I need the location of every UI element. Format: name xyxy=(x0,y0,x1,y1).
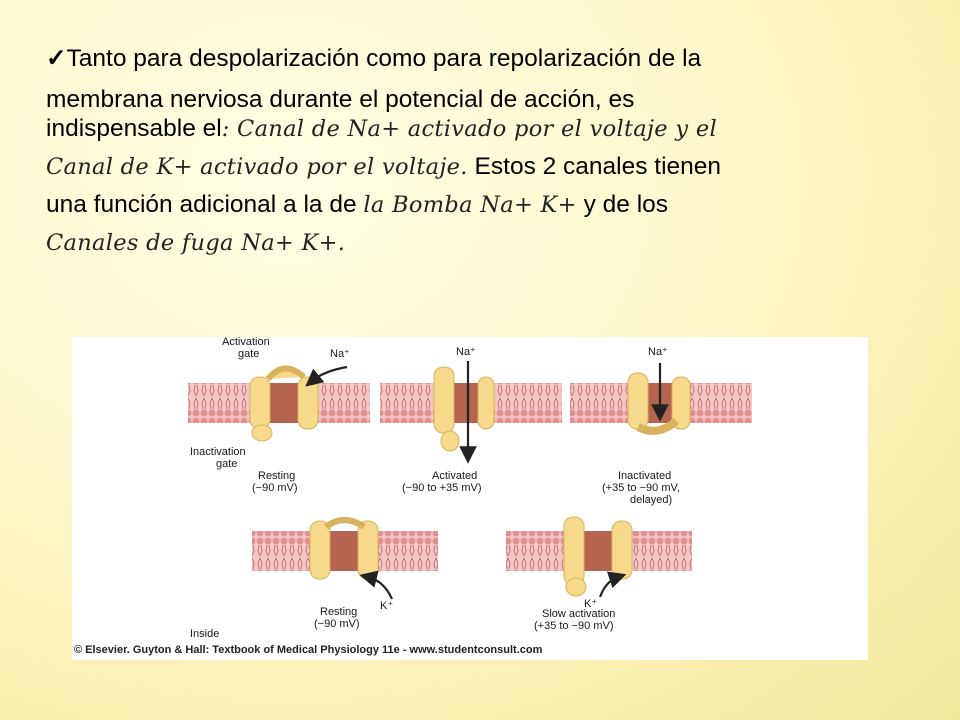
activated-label-2: (−90 to +35 mV) xyxy=(402,482,482,494)
channel-diagram: Activation gate Na⁺ Na⁺ Na⁺ Inactivation… xyxy=(74,337,752,656)
na-label-activated: Na⁺ xyxy=(456,346,476,358)
text-line-5-script: la Bomba Na+ K+ xyxy=(363,192,577,218)
inside-label: Inside xyxy=(190,628,219,640)
check-icon: ✓ xyxy=(46,45,67,72)
na-channel-inactivated xyxy=(627,363,691,435)
text-line-5-prefix: una función adicional a la de xyxy=(46,191,364,218)
text-line-4: Canal de K+ activado por el voltaje. Est… xyxy=(46,148,926,186)
slow-activation-label-1: Slow activation xyxy=(542,608,615,620)
inactivated-label-1: Inactivated xyxy=(618,470,671,482)
k-channel-resting xyxy=(309,517,394,600)
resting-na-label-1: Resting xyxy=(258,470,295,482)
k-label-slow: K⁺ xyxy=(584,598,597,610)
text-line-3-prefix: indispensable el xyxy=(46,115,222,142)
slow-activation-label-2: (+35 to −90 mV) xyxy=(534,620,614,632)
text-line-6: Canales de fuga Na+ K+. xyxy=(46,224,926,262)
text-line-1-content: Tanto para despolarización como para rep… xyxy=(66,45,702,72)
slide-text: ✓Tanto para despolarización como para re… xyxy=(46,40,926,262)
activation-gate-label-1: Activation xyxy=(222,337,270,348)
resting-k-label-2: (−90 mV) xyxy=(314,618,360,630)
resting-k-label-1: Resting xyxy=(320,606,357,618)
inactivated-label-3: delayed) xyxy=(630,494,672,506)
figure-copyright: © Elsevier. Guyton & Hall: Textbook of M… xyxy=(74,644,543,656)
resting-na-label-2: (−90 mV) xyxy=(252,482,298,494)
text-line-2-content: membrana nerviosa durante el potencial d… xyxy=(46,86,635,113)
activation-gate-label-2: gate xyxy=(238,348,259,360)
text-line-4-suffix: Estos 2 canales tienen xyxy=(467,153,722,180)
text-line-3-script: : Canal de Na+ activado por el voltaje y… xyxy=(221,116,717,142)
text-line-6-script: Canales de fuga Na+ K+. xyxy=(46,230,346,256)
na-channel-activated xyxy=(433,361,495,464)
ion-channel-figure: Activation gate Na⁺ Na⁺ Na⁺ Inactivation… xyxy=(72,337,868,660)
text-line-3: indispensable el: Canal de Na+ activado … xyxy=(46,110,926,148)
k-channel-slow-activation xyxy=(563,516,633,598)
text-line-5-suffix: y de los xyxy=(576,191,669,218)
text-line-2: membrana nerviosa durante el potencial d… xyxy=(46,81,926,118)
activated-label-1: Activated xyxy=(432,470,477,482)
inactivation-gate-label-1: Inactivation xyxy=(190,446,246,458)
inactivation-gate-label-2: gate xyxy=(216,458,237,470)
na-channel-resting xyxy=(249,365,348,442)
text-line-1: ✓Tanto para despolarización como para re… xyxy=(46,40,926,77)
text-line-4-script: Canal de K+ activado por el voltaje. xyxy=(46,154,468,180)
na-label-resting: Na⁺ xyxy=(330,348,350,360)
text-line-5: una función adicional a la de la Bomba N… xyxy=(46,186,926,224)
na-label-inactivated: Na⁺ xyxy=(648,346,668,358)
inactivated-label-2: (+35 to −90 mV, xyxy=(602,482,680,494)
k-label-resting: K⁺ xyxy=(380,600,393,612)
